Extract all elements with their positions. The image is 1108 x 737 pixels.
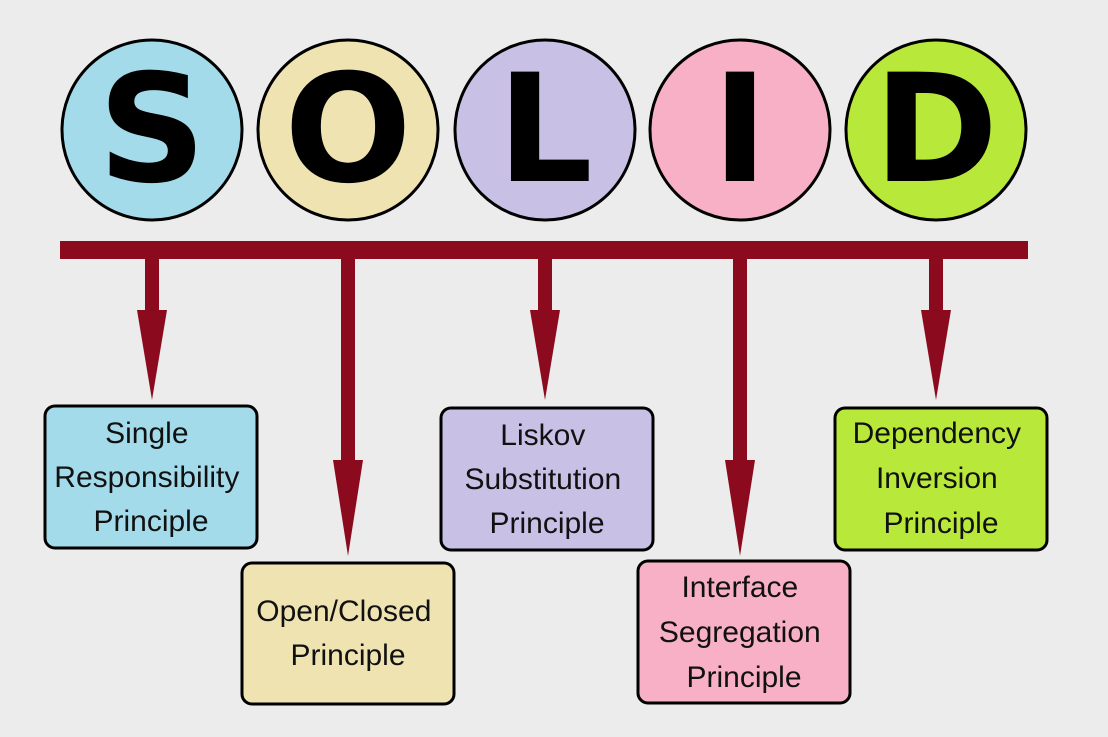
arrow-s-head bbox=[137, 310, 167, 400]
principle-line: Principle bbox=[93, 505, 208, 538]
principle-text-d: Dependency Inversion Principle bbox=[853, 417, 1030, 540]
principle-line: Inversion bbox=[876, 462, 998, 495]
arrow-l bbox=[530, 255, 560, 400]
letter-circle-s: S bbox=[60, 38, 244, 222]
principle-liskov-substitution: Liskov Substitution Principle bbox=[439, 406, 655, 552]
principle-box-d bbox=[833, 406, 1049, 552]
arrow-i bbox=[725, 255, 755, 556]
arrow-d-head bbox=[921, 310, 951, 400]
arrow-i-shaft bbox=[733, 255, 747, 465]
principle-text-i: Interface Segregation Principle bbox=[659, 571, 829, 694]
arrow-s bbox=[137, 255, 167, 400]
letter-circle-l: L bbox=[453, 38, 637, 222]
letter-l: L bbox=[497, 43, 593, 217]
arrow-o-shaft bbox=[341, 255, 355, 465]
principle-line: Single bbox=[105, 417, 188, 450]
circle-l bbox=[453, 38, 637, 222]
principle-text-l: Liskov Substitution Principle bbox=[464, 419, 629, 540]
principle-line: Principle bbox=[290, 639, 405, 672]
arrow-l-head bbox=[530, 310, 560, 400]
principle-line: Segregation bbox=[659, 616, 821, 649]
arrow-o-head bbox=[333, 460, 363, 556]
principle-box-i bbox=[636, 559, 852, 705]
letter-d: D bbox=[874, 43, 999, 217]
principle-text-o: Open/Closed Principle bbox=[256, 595, 439, 672]
letter-circle-i: I bbox=[648, 38, 832, 222]
principle-line: Responsibility bbox=[54, 461, 239, 494]
letter-i: I bbox=[712, 43, 768, 217]
connector-bar bbox=[60, 241, 1028, 259]
principle-box-s bbox=[43, 404, 259, 550]
circle-d bbox=[844, 38, 1028, 222]
principle-line: Interface bbox=[681, 571, 798, 604]
principle-line: Liskov bbox=[500, 419, 585, 452]
arrow-o bbox=[333, 255, 363, 556]
principle-line: Principle bbox=[686, 661, 801, 694]
letter-circle-o: O bbox=[256, 38, 440, 222]
arrow-i-head bbox=[725, 460, 755, 556]
principle-interface-segregation: Interface Segregation Principle bbox=[636, 559, 852, 705]
principle-line: Substitution bbox=[464, 463, 621, 496]
principle-box-l bbox=[439, 406, 655, 552]
principle-line: Principle bbox=[489, 507, 604, 540]
arrow-d bbox=[921, 255, 951, 400]
circle-o bbox=[256, 38, 440, 222]
letter-s: S bbox=[98, 43, 206, 217]
circle-s bbox=[60, 38, 244, 222]
principle-dependency-inversion: Dependency Inversion Principle bbox=[833, 406, 1049, 552]
principle-line: Principle bbox=[883, 507, 998, 540]
principle-open-closed: Open/Closed Principle bbox=[240, 561, 456, 706]
arrow-s-shaft bbox=[145, 255, 159, 315]
principle-box-o bbox=[240, 561, 456, 706]
circle-i bbox=[648, 38, 832, 222]
letter-o: O bbox=[284, 43, 412, 217]
principle-line: Open/Closed bbox=[256, 595, 431, 628]
arrow-l-shaft bbox=[538, 255, 552, 315]
principle-single-responsibility: Single Responsibility Principle bbox=[43, 404, 259, 550]
arrow-d-shaft bbox=[929, 255, 943, 315]
letter-circle-d: D bbox=[844, 38, 1028, 222]
principle-text-s: Single Responsibility Principle bbox=[54, 417, 247, 538]
principle-line: Dependency bbox=[853, 417, 1021, 450]
